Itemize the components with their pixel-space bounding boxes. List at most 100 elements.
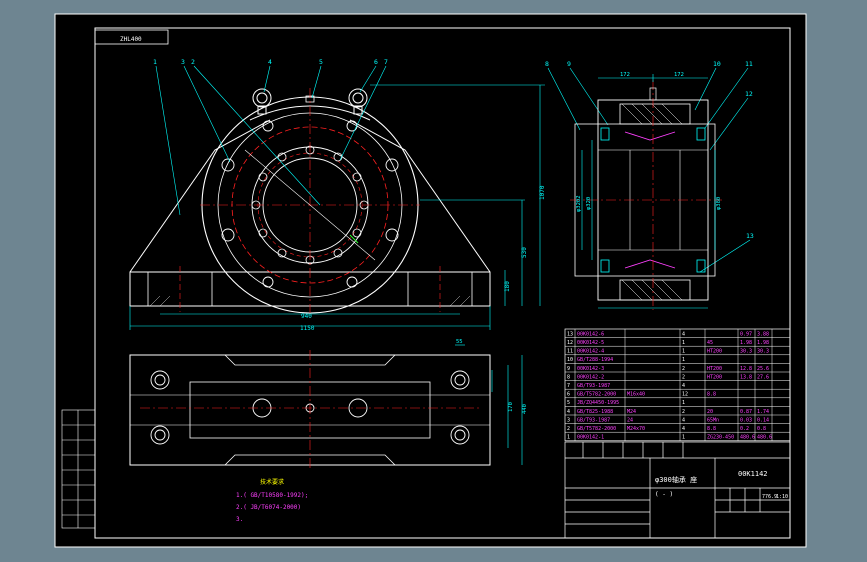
drawing-subtitle: ( - ) <box>655 491 673 498</box>
parts-cell-qty: 1 <box>682 435 685 441</box>
parts-cell-w2: 1.98 <box>757 340 769 346</box>
parts-cell-w2: 480.6 <box>757 435 772 441</box>
parts-cell-code: GB/T93-1987 <box>577 417 610 423</box>
parts-cell-no: 12 <box>567 340 573 346</box>
dim-440: 440 <box>522 404 528 414</box>
drawing-code-text: ZHL400 <box>120 36 142 43</box>
dim-55: 55 <box>456 339 463 345</box>
parts-cell-code: 00K0142-3 <box>577 366 604 372</box>
parts-cell-w2: 3.88 <box>757 331 769 337</box>
drawing-number: 00K1142 <box>738 470 768 478</box>
parts-cell-w1: 13.8 <box>740 374 752 380</box>
left-margin-boxes <box>61 409 96 529</box>
parts-cell-mat: 20 <box>707 409 713 415</box>
balloon-5: 5 <box>319 58 323 66</box>
technical-notes: 技术要求 1.( GB/T10580-1992); 2.( JB/T6074-2… <box>236 478 308 523</box>
parts-cell-code: GB/T288-1994 <box>577 357 613 363</box>
parts-cell-w1: 0.87 <box>740 409 752 415</box>
parts-cell-no: 2 <box>567 426 570 432</box>
parts-cell-qty: 1 <box>682 357 685 363</box>
plan-view <box>129 350 491 470</box>
parts-cell-w2: 27.6 <box>757 374 769 380</box>
drawing-sheet <box>54 13 807 548</box>
dim-172-left: 172 <box>620 72 630 78</box>
balloon-1: 1 <box>153 58 157 66</box>
parts-cell-w2: 0.14 <box>757 417 769 423</box>
note-line-2: 2.( JB/T6074-2000) <box>236 504 301 511</box>
dim-1070: 1070 <box>539 185 546 200</box>
parts-cell-w1: 12.8 <box>740 366 752 372</box>
parts-cell-w2: 1.74 <box>757 409 769 415</box>
balloon-6: 6 <box>374 58 378 66</box>
parts-cell-name: M24 <box>627 409 636 415</box>
parts-cell-no: 5 <box>567 400 570 406</box>
balloon-11: 11 <box>745 60 753 68</box>
parts-cell-w1: 0.2 <box>740 426 749 432</box>
drawing-title: φ300轴承 座 <box>655 475 697 484</box>
parts-cell-qty: 2 <box>682 374 685 380</box>
parts-cell-qty: 2 <box>682 409 685 415</box>
title-block <box>564 441 791 539</box>
parts-cell-no: 10 <box>567 357 573 363</box>
parts-cell-qty: 12 <box>682 392 688 398</box>
notes-heading: 技术要求 <box>260 478 284 486</box>
parts-cell-no: 4 <box>567 409 570 415</box>
dim-172-right: 172 <box>674 72 684 78</box>
parts-cell-w1: 480.6 <box>740 435 755 441</box>
title-total-weight: 776.9 <box>762 494 777 500</box>
parts-cell-no: 11 <box>567 349 573 355</box>
parts-cell-qty: 4 <box>682 383 685 389</box>
parts-cell-qty: 4 <box>682 417 685 423</box>
parts-cell-code: GB/T93-1987 <box>577 383 610 389</box>
parts-cell-w2: 0.8 <box>757 426 766 432</box>
leader-lines <box>155 65 751 273</box>
drawing-frame <box>94 27 791 539</box>
parts-cell-qty: 1 <box>682 349 685 355</box>
balloon-4: 4 <box>268 58 272 66</box>
dim-530: 530 <box>521 247 528 258</box>
side-dimensions <box>581 74 716 309</box>
parts-cell-no: 3 <box>567 417 570 423</box>
balloon-8: 8 <box>545 60 549 68</box>
parts-cell-no: 13 <box>567 331 573 337</box>
dim-180: 180 <box>504 281 511 292</box>
parts-cell-code: GB/T5782-2000 <box>577 392 616 398</box>
balloons: 1 3 2 4 5 6 7 8 9 10 11 12 13 <box>153 58 754 240</box>
parts-cell-w2: 25.6 <box>757 366 769 372</box>
parts-cell-code: 00K0142-2 <box>577 374 604 380</box>
balloon-9: 9 <box>567 60 571 68</box>
balloon-13: 13 <box>746 232 754 240</box>
parts-cell-no: 7 <box>567 383 570 389</box>
dim-1150: 1150 <box>300 325 315 332</box>
parts-cell-mat: HT200 <box>707 349 722 355</box>
parts-cell-code: 00K0142-4 <box>577 349 604 355</box>
parts-cell-code: 00K0142-1 <box>577 435 604 441</box>
parts-cell-name: M16x40 <box>627 392 645 398</box>
parts-cell-w2: 30.3 <box>757 349 769 355</box>
parts-cell-w1: 0.97 <box>740 331 752 337</box>
parts-cell-w1: 30.3 <box>740 349 752 355</box>
parts-cell-w1: 0.03 <box>740 417 752 423</box>
parts-cell-no: 9 <box>567 366 570 372</box>
balloon-2: 2 <box>191 58 195 66</box>
dim-940: 940 <box>301 313 312 320</box>
side-view <box>570 80 722 310</box>
parts-cell-name: 24 <box>627 417 633 423</box>
parts-cell-qty: 2 <box>682 366 685 372</box>
parts-cell-no: 6 <box>567 392 570 398</box>
dim-phi380: φ380 <box>716 197 722 210</box>
parts-cell-mat: 8.8 <box>707 426 716 432</box>
parts-cell-code: 00K0142-6 <box>577 331 604 337</box>
dim-170: 170 <box>508 402 514 412</box>
balloon-3: 3 <box>181 58 185 66</box>
parts-cell-mat: ZG230-450 <box>707 435 734 441</box>
parts-cell-mat: HT200 <box>707 366 722 372</box>
title-scale: 1:10 <box>776 494 788 500</box>
parts-cell-qty: 1 <box>682 400 685 406</box>
dim-phi320: φ320 <box>586 197 592 210</box>
parts-cell-no: 8 <box>567 374 570 380</box>
dim-phi3202: φ3202 <box>576 195 582 212</box>
note-line-1: 1.( GB/T10580-1992); <box>236 492 308 499</box>
